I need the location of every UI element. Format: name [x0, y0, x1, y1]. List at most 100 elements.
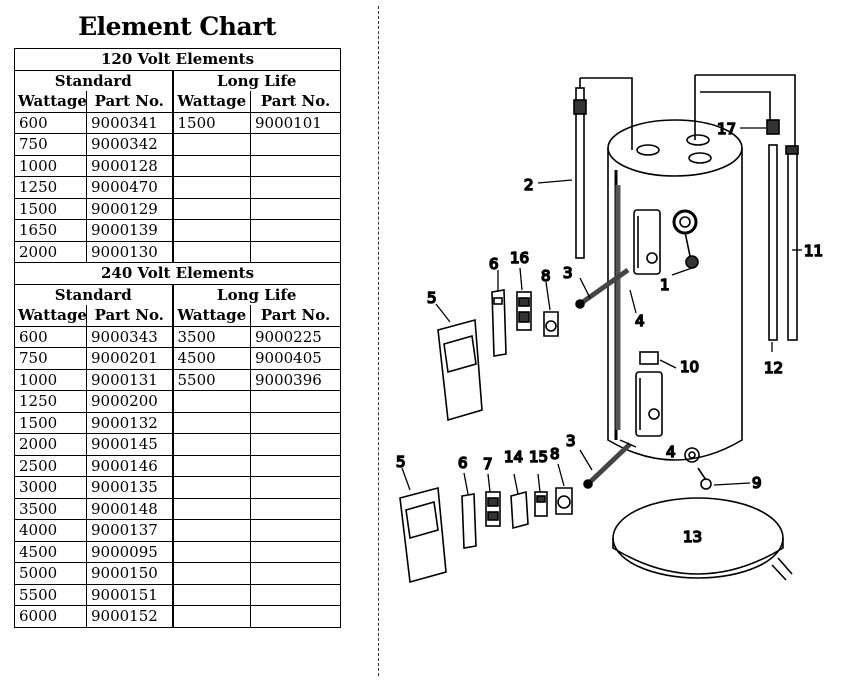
longlife-part-number-cell — [249, 476, 342, 499]
wattage-cell: 4500 — [14, 540, 87, 563]
wattage-cell: 4000 — [14, 519, 87, 542]
callout-3-lower: 3 — [566, 432, 576, 450]
longlife-part-number-cell: 9000396 — [249, 368, 342, 391]
lower-thermostat-7 — [485, 491, 501, 527]
callout-11: 11 — [804, 242, 823, 260]
wattage-cell: 5500 — [14, 583, 87, 606]
v120-col-wattage: Wattage — [14, 91, 87, 113]
v240-longlife-label: Long Life — [171, 283, 342, 305]
chart-title: Element Chart — [78, 12, 276, 41]
longlife-wattage-cell — [171, 411, 251, 434]
drain-pan — [612, 497, 793, 581]
v120-col-ll-part: Part No. — [249, 91, 342, 113]
callout-1: 1 — [660, 276, 670, 294]
callout-2: 2 — [524, 176, 534, 194]
callout-15: 15 — [529, 448, 548, 466]
v240-col-part: Part No. — [86, 305, 173, 327]
wattage-cell: 600 — [14, 111, 87, 134]
leader-lines — [401, 127, 802, 495]
part-number-cell: 9000151 — [86, 583, 173, 606]
v120-heading: 120 Volt Elements — [13, 48, 342, 71]
water-heater-exploded-diagram: 2 1 3 3 4 4 5 5 6 6 7 8 8 9 10 11 12 13 … — [395, 74, 824, 584]
longlife-wattage-cell: 3500 — [171, 325, 251, 348]
part-number-cell: 9000201 — [86, 347, 173, 370]
v120-col-part: Part No. — [86, 91, 173, 113]
callout-labels: 2 1 3 3 4 4 5 5 6 6 7 8 8 9 10 11 12 13 … — [395, 119, 824, 547]
wattage-cell: 600 — [14, 325, 87, 348]
longlife-wattage-cell — [171, 197, 251, 220]
lower-bracket-14 — [510, 490, 529, 530]
longlife-part-number-cell — [249, 540, 342, 563]
lower-element — [583, 442, 632, 489]
wattage-cell: 3000 — [14, 476, 87, 499]
callout-17: 17 — [717, 120, 736, 138]
part-number-cell: 9000152 — [86, 605, 173, 628]
part-number-cell: 9000135 — [86, 476, 173, 499]
part-number-cell: 9000470 — [86, 176, 173, 199]
part-number-cell: 9000137 — [86, 519, 173, 542]
label-plate — [639, 351, 659, 365]
longlife-part-number-cell: 9000405 — [249, 347, 342, 370]
lower-element-opening — [635, 371, 663, 437]
part-number-cell: 9000343 — [86, 325, 173, 348]
callout-8-upper: 8 — [541, 267, 551, 285]
longlife-part-number-cell — [249, 133, 342, 156]
upper-element-opening — [633, 209, 661, 275]
longlife-wattage-cell — [171, 154, 251, 177]
callout-5-upper: 5 — [427, 289, 437, 307]
relief-valve-opening — [672, 209, 698, 235]
callout-14: 14 — [504, 448, 523, 466]
page-divider — [378, 6, 379, 676]
v120-standard-label: Standard — [14, 69, 173, 91]
longlife-part-number-cell — [249, 219, 342, 242]
longlife-part-number-cell — [249, 197, 342, 220]
part-number-cell: 9000095 — [86, 540, 173, 563]
longlife-part-number-cell — [249, 176, 342, 199]
upper-thermostat-16 — [516, 291, 532, 331]
callout-10: 10 — [680, 358, 699, 376]
part-number-cell: 9000148 — [86, 497, 173, 520]
part-number-cell: 9000128 — [86, 154, 173, 177]
wattage-cell: 1000 — [14, 368, 87, 391]
longlife-wattage-cell — [171, 497, 251, 520]
wattage-cell: 6000 — [14, 605, 87, 628]
v240-standard-label: Standard — [14, 283, 173, 305]
longlife-wattage-cell — [171, 605, 251, 628]
wattage-cell: 3500 — [14, 497, 87, 520]
v120-heading-row: 120 Volt Elements — [13, 48, 342, 71]
v240-col-wattage: Wattage — [14, 305, 87, 327]
upper-gasket-8 — [543, 311, 559, 337]
callout-9: 9 — [752, 474, 762, 492]
part-number-cell: 9000200 — [86, 390, 173, 413]
v240-heading: 240 Volt Elements — [13, 262, 342, 285]
longlife-wattage-cell — [171, 519, 251, 542]
longlife-wattage-cell — [171, 133, 251, 156]
callout-4-upper: 4 — [635, 312, 645, 330]
longlife-part-number-cell — [249, 562, 342, 585]
callout-7: 7 — [483, 455, 493, 473]
longlife-wattage-cell — [171, 583, 251, 606]
wattage-cell: 1650 — [14, 219, 87, 242]
longlife-wattage-cell — [171, 176, 251, 199]
callout-16: 16 — [510, 249, 529, 267]
v240-heading-row: 240 Volt Elements — [13, 262, 342, 285]
longlife-part-number-cell — [249, 433, 342, 456]
part-number-cell: 9000342 — [86, 133, 173, 156]
dip-tube-left — [573, 87, 587, 259]
longlife-wattage-cell: 4500 — [171, 347, 251, 370]
callout-6-upper: 6 — [489, 255, 499, 273]
